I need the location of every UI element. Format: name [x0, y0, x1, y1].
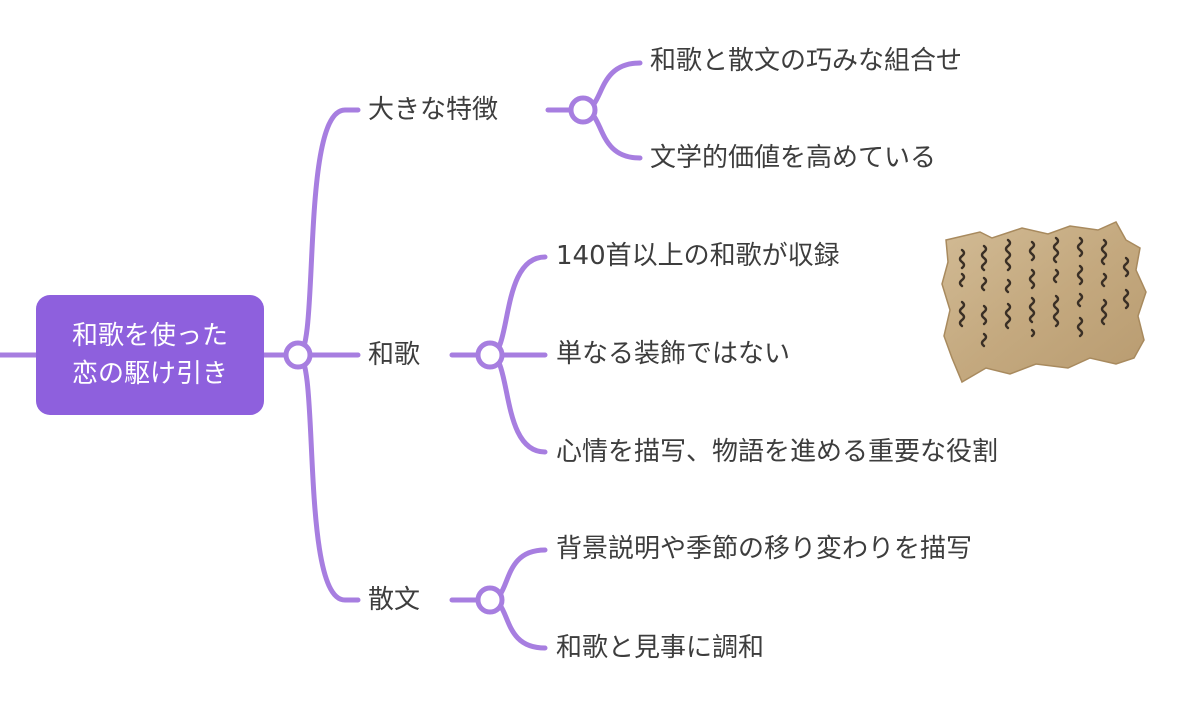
features-junction-node[interactable] [568, 95, 598, 125]
branch-connector-features [295, 107, 361, 358]
waka-child-connector-1 [487, 254, 548, 358]
root-title-line2: 恋の駆け引き [71, 359, 228, 389]
root-node[interactable]: 和歌を使った 恋の駆け引き [36, 295, 264, 415]
branch-label-prose[interactable]: 散文 [368, 585, 421, 615]
features-child-1[interactable]: 和歌と散文の巧みな組合せ [650, 46, 963, 76]
branch-label-features[interactable]: 大きな特徴 [368, 95, 499, 125]
waka-child-2[interactable]: 単なる装飾ではない [556, 339, 791, 369]
old-manuscript-icon [940, 218, 1150, 394]
branch-label-waka[interactable]: 和歌 [368, 340, 421, 370]
branch-connector-prose [295, 352, 361, 603]
prose-child-1[interactable]: 背景説明や季節の移り変わりを描写 [556, 534, 973, 564]
waka-junction-node[interactable] [475, 340, 505, 370]
prose-child-2[interactable]: 和歌と見事に調和 [556, 633, 765, 663]
waka-child-1[interactable]: 140首以上の和歌が収録 [556, 241, 840, 271]
waka-child-3[interactable]: 心情を描写、物語を進める重要な役割 [556, 437, 999, 467]
root-junction-node[interactable] [283, 340, 313, 370]
root-title-line1: 和歌を使った [71, 321, 228, 351]
waka-child-connector-3 [487, 352, 548, 455]
features-child-2[interactable]: 文学的価値を高めている [650, 143, 937, 173]
prose-junction-node[interactable] [475, 585, 505, 615]
